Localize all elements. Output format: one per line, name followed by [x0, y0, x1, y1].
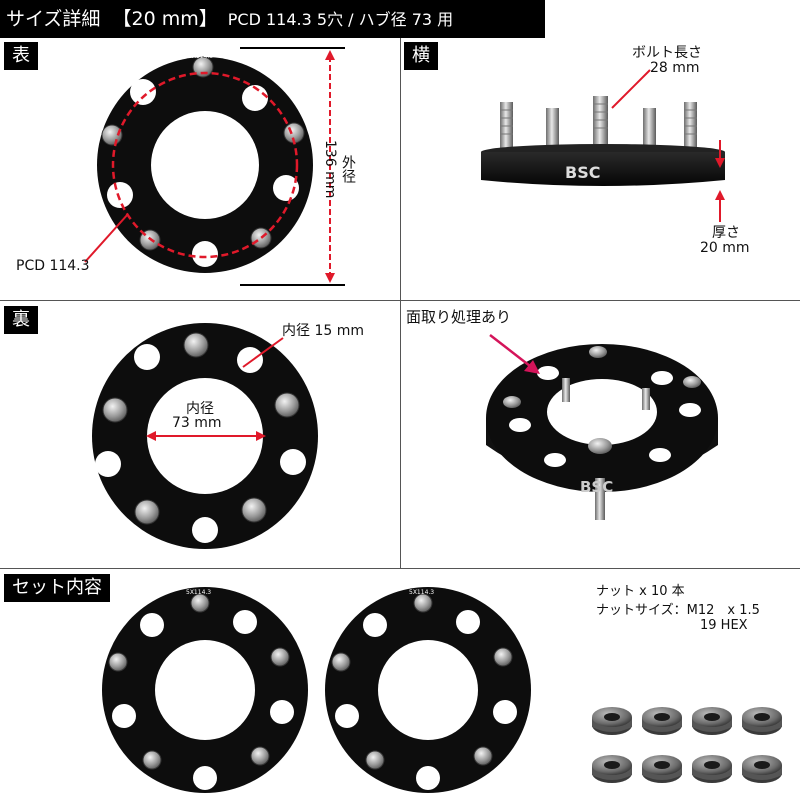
side-spacer: BSC	[481, 96, 725, 186]
tag-front: 表	[4, 42, 38, 70]
outer-diameter-word: 外径	[340, 155, 356, 183]
title-main: サイズ詳細	[6, 8, 101, 30]
chamfer-arrow	[489, 334, 540, 374]
angled-spacer: BSC	[486, 344, 718, 520]
nut-size: ナットサイズ：M12 x 1.5	[596, 603, 760, 618]
set-stamp-right: 5X114.3	[409, 589, 434, 596]
tag-side: 横	[404, 42, 438, 70]
divider-horizontal-2	[0, 568, 800, 569]
set-spacer-left: 5X114.3	[102, 587, 308, 793]
nut-hex: 19 HEX	[700, 618, 748, 633]
nut-count: ナット x 10 本	[596, 584, 685, 599]
divider-horizontal-1	[0, 300, 800, 301]
bolt-length-label: ボルト長さ	[632, 45, 702, 61]
angled-brand: BSC	[580, 478, 613, 496]
thickness-label: 厚さ	[712, 225, 740, 241]
set-stamp-left: 5X114.3	[186, 589, 211, 596]
outer-diameter-dimension	[240, 47, 345, 286]
title-spec: PCD 114.3 5穴 / ハブ径 73 用	[227, 10, 454, 29]
front-spacer: 5X114.3	[97, 53, 313, 273]
divider-vertical	[400, 38, 401, 568]
pcd-label: PCD 114.3	[16, 258, 90, 274]
hub-diameter-dimension	[146, 431, 266, 441]
hub-bore-label: 内径	[186, 401, 214, 417]
tag-set: セット内容	[4, 574, 110, 602]
hub-bore-value: 73 mm	[172, 415, 222, 431]
set-spacer-right: 5X114.3	[325, 587, 531, 793]
chamfer-label: 面取り処理あり	[406, 308, 512, 326]
page-title: サイズ詳細 【20 mm】 PCD 114.3 5穴 / ハブ径 73 用	[0, 0, 545, 38]
outer-diameter-value: 136 mm	[322, 140, 338, 199]
front-stamp: 5X114.3	[188, 53, 213, 60]
bolt-hole-diameter-label: 内径 15 mm	[282, 323, 364, 339]
side-brand: BSC	[565, 163, 600, 182]
tag-back: 裏	[4, 306, 38, 334]
outer-diameter-label: 外径	[338, 155, 358, 183]
lug-nuts	[592, 707, 782, 783]
bolt-length-value: 28 mm	[650, 60, 700, 76]
thickness-dimension	[715, 140, 725, 222]
title-thickness: 【20 mm】	[112, 8, 218, 30]
thickness-value: 20 mm	[700, 240, 750, 256]
